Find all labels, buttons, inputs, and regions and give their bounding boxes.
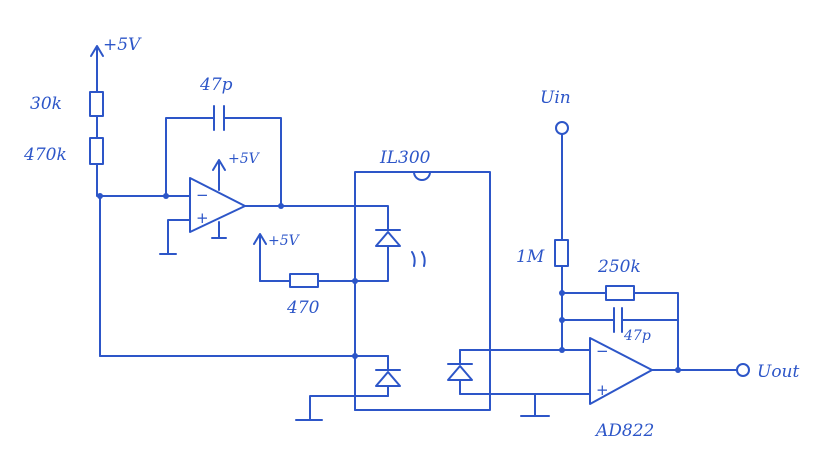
photodiode-2 — [447, 349, 491, 395]
label-vplus-top: +5V — [103, 35, 142, 55]
il300-box — [354, 171, 491, 411]
label-ic-name: IL300 — [379, 148, 431, 168]
label-c-47p-right: 47p — [623, 328, 651, 344]
label-r-1m: 1M — [516, 247, 545, 267]
label-vplus-mid: +5V — [268, 233, 301, 249]
resistor-250k — [561, 285, 679, 369]
photodiode-1 — [354, 355, 401, 397]
label-vplus-op1: +5V — [228, 151, 261, 167]
op2-plus-ground — [489, 393, 591, 417]
opamp-2 — [589, 337, 653, 405]
op1-ground-pin — [211, 221, 227, 239]
terminal-uout — [736, 363, 750, 377]
op2-plus-sign: + — [596, 381, 609, 399]
feedback-cap-47p — [165, 105, 282, 207]
node-led-cathode — [352, 278, 358, 284]
node-op2-out — [675, 367, 681, 373]
resistor-1m — [554, 133, 569, 351]
node-op2-minus — [559, 347, 565, 353]
label-u-out: Uout — [757, 362, 800, 382]
label-r-250k: 250k — [597, 257, 641, 277]
label-r-470k: 470k — [23, 145, 67, 165]
op2-minus-sign: − — [596, 342, 609, 360]
light-arrows-icon — [411, 251, 426, 267]
op1-plus-sign: + — [196, 209, 209, 227]
label-r-30k: 30k — [30, 94, 62, 114]
resistor-30k — [89, 87, 104, 139]
resistor-470k — [89, 137, 104, 197]
resistor-470 — [259, 273, 356, 288]
opamp-1 — [189, 177, 246, 233]
op1-minus-sign: − — [196, 186, 209, 204]
supply-arrow-top — [90, 45, 104, 89]
feedback-cap-47p-right — [561, 307, 679, 333]
vplus-mid-arrow — [253, 233, 267, 282]
label-r-470: 470 — [286, 298, 320, 318]
node-pd1 — [352, 353, 358, 359]
terminal-uin — [555, 121, 569, 135]
label-u-in: Uin — [540, 88, 571, 108]
il300-ground — [295, 395, 356, 421]
label-opamp2-name: AD822 — [594, 421, 654, 441]
node-op1-out — [278, 203, 284, 209]
op1-plus-ground — [159, 219, 191, 255]
il300-led — [354, 205, 401, 282]
label-c-47p-top: 47p — [199, 75, 233, 95]
op1-supply-pin — [212, 159, 226, 191]
